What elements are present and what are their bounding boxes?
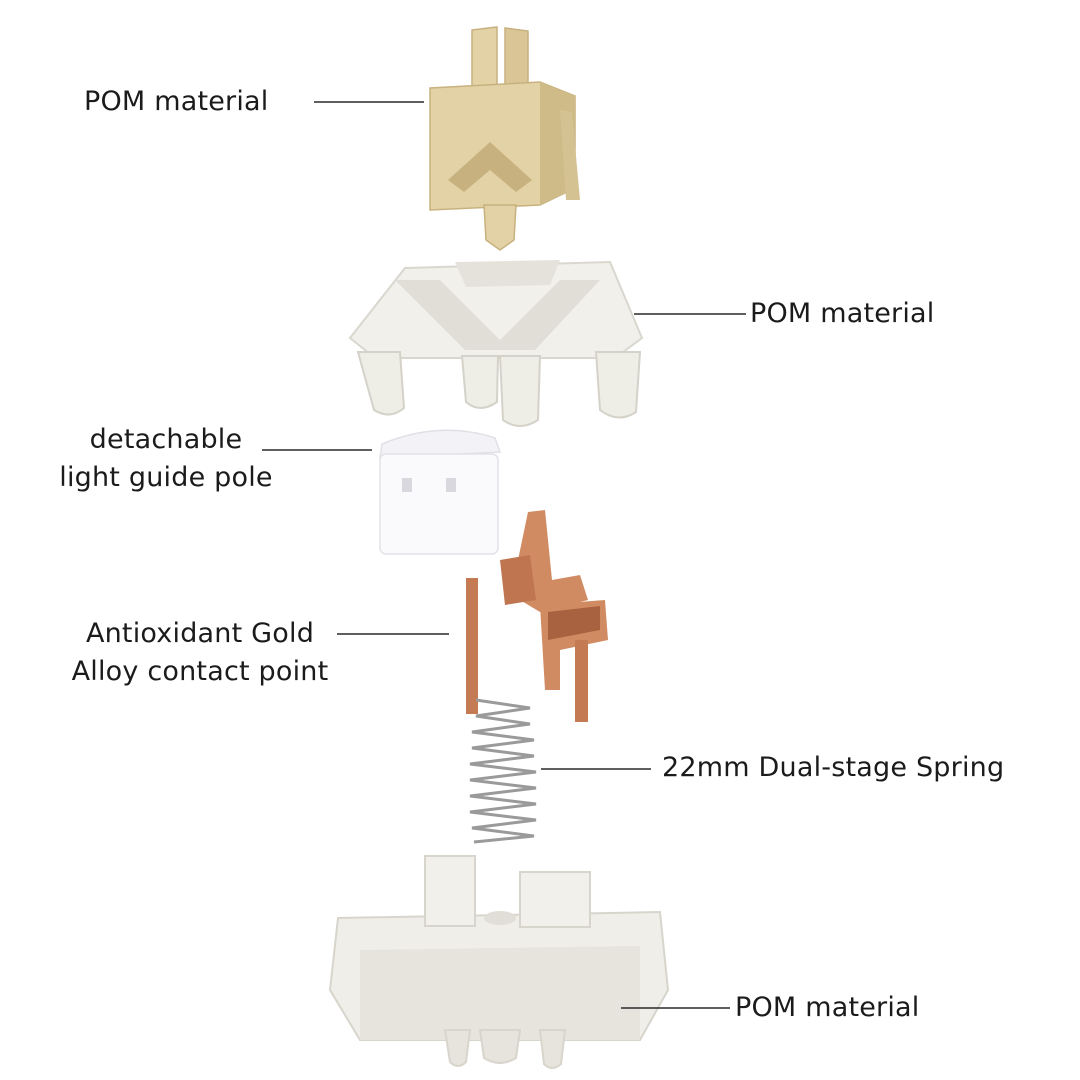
spring-coils	[469, 698, 537, 844]
label-stem-material: POM material	[84, 86, 269, 117]
label-contact-line2: Alloy contact point	[71, 656, 329, 687]
light-guide-pole	[379, 429, 502, 555]
gold-alloy-contact	[466, 510, 608, 722]
label-spring: 22mm Dual-stage Spring	[662, 752, 1005, 783]
bottom-housing-post-left	[424, 855, 476, 927]
bottom-housing-front	[360, 946, 640, 1040]
stem-ear-left	[471, 26, 498, 91]
contact-left-leg	[466, 578, 478, 714]
stem-pole	[483, 204, 517, 251]
bottom-housing-pin-left	[443, 1029, 472, 1067]
light-guide-slot-right	[446, 478, 456, 492]
contact-upper	[518, 510, 588, 612]
contact-shadow	[548, 606, 600, 640]
light-guide-body	[379, 453, 499, 555]
dual-stage-spring	[469, 698, 537, 844]
stem-chevron	[448, 142, 532, 192]
leader-lines	[262, 101, 746, 1009]
top-housing-window	[455, 260, 560, 287]
switch-stem	[429, 26, 580, 251]
label-bottom-housing-material: POM material	[735, 992, 920, 1023]
bottom-housing	[328, 855, 670, 1069]
light-guide-top	[379, 429, 502, 459]
label-contact-line1: Antioxidant Gold	[85, 618, 315, 649]
contact-leaf	[500, 555, 536, 605]
top-housing-front-v	[395, 280, 600, 350]
bottom-housing-post-right	[519, 871, 591, 928]
top-housing-leg-right	[594, 351, 642, 419]
stem-side-leg	[560, 110, 580, 200]
bottom-housing-pin-center	[478, 1029, 522, 1064]
label-light-guide-line1: detachable	[89, 424, 243, 455]
contact-right-leg	[575, 640, 588, 722]
light-guide-slot-left	[402, 478, 412, 492]
top-housing-leg-mid-right	[498, 355, 542, 427]
bottom-housing-pin-right	[538, 1029, 567, 1069]
top-housing-leg-left	[356, 351, 406, 416]
bottom-housing-center-hole	[484, 911, 516, 925]
label-top-housing-material: POM material	[750, 298, 935, 329]
top-housing	[348, 260, 644, 427]
top-housing-leg-mid-left	[460, 355, 500, 409]
label-light-guide-line2: light guide pole	[59, 462, 273, 493]
